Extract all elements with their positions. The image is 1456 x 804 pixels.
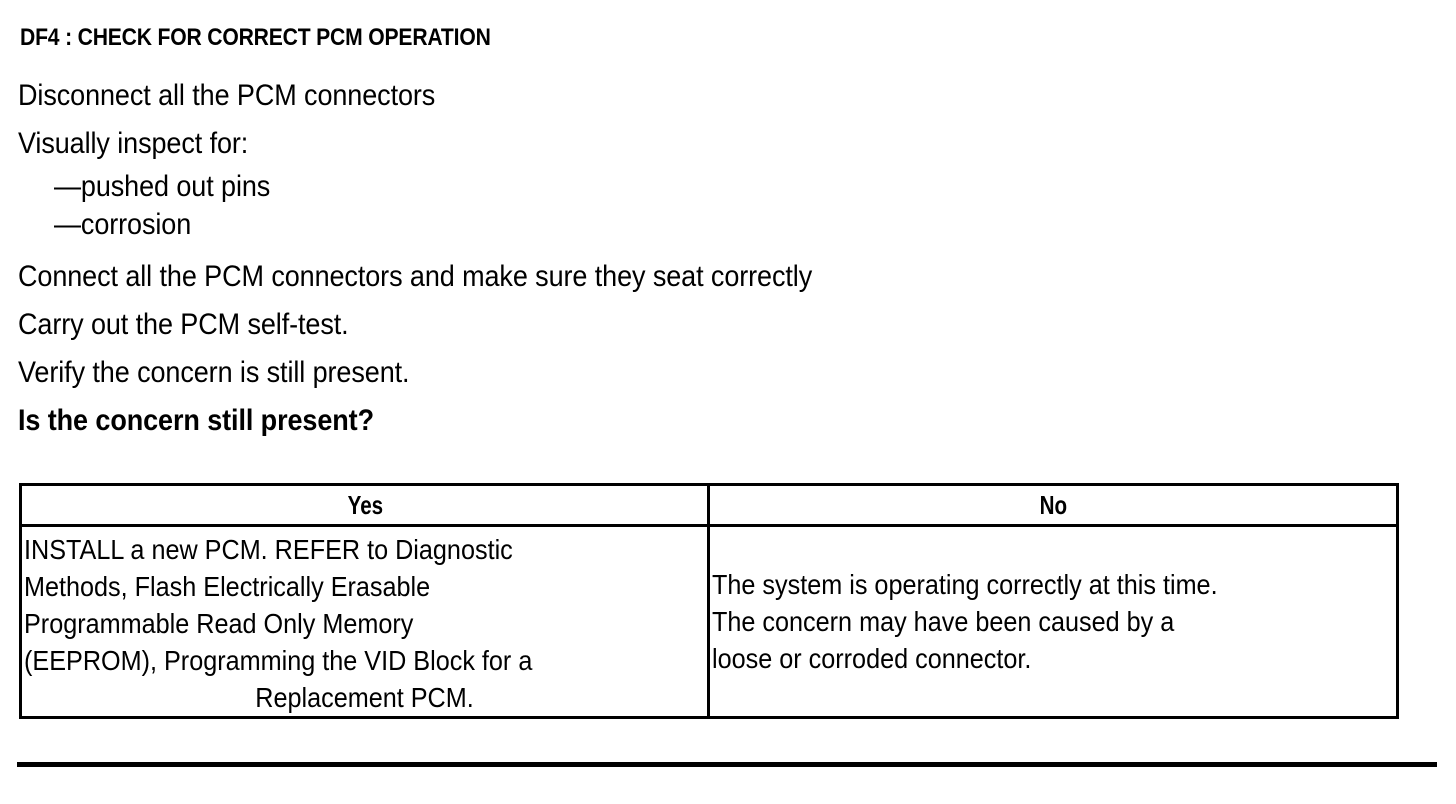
column-header-yes: Yes [53,483,676,527]
decision-table-header-row: Yes No [21,483,1398,527]
decision-cell-no-text: The system is operating correctly at thi… [710,566,1396,677]
instruction-bullet-corrosion: —corrosion [54,208,192,241]
decision-table: Yes No INSTALL a new PCM. REFER to Diagn… [19,483,1399,719]
column-header-yes-label: Yes [346,489,383,520]
instruction-bullet-pushed-out-pins: —pushed out pins [54,170,271,203]
page-title: DF4 : CHECK FOR CORRECT PCM OPERATION [20,24,491,51]
no-line-3: loose or corroded connector. [712,643,1032,674]
decision-cell-yes-text: INSTALL a new PCM. REFER to Diagnostic M… [22,527,707,716]
yes-line-3: Programmable Read Only Memory [24,608,414,639]
decision-cell-no: The system is operating correctly at thi… [707,524,1399,719]
column-header-no-label: No [1039,489,1067,520]
yes-line-5: Replacement PCM. [255,682,474,713]
decision-cell-yes: INSTALL a new PCM. REFER to Diagnostic M… [19,524,710,719]
decision-question: Is the concern still present? [18,404,374,437]
instruction-line-5: Verify the concern is still present. [18,356,410,389]
section-divider-rule [17,762,1437,767]
instruction-list: Disconnect all the PCM connectors Visual… [18,72,1438,445]
instruction-line-1: Disconnect all the PCM connectors [18,79,436,112]
no-line-1: The system is operating correctly at thi… [712,569,1218,600]
instruction-line-3: Connect all the PCM connectors and make … [18,260,813,293]
decision-table-body-row: INSTALL a new PCM. REFER to Diagnostic M… [19,524,1399,719]
yes-line-2: Methods, Flash Electrically Erasable [24,571,431,602]
yes-line-1: INSTALL a new PCM. REFER to Diagnostic [24,534,513,565]
no-line-2: The concern may have been caused by a [712,606,1175,637]
yes-line-4: (EEPROM), Programming the VID Block for … [24,645,533,676]
instruction-line-4: Carry out the PCM self-test. [18,308,349,341]
column-header-no: No [741,483,1365,527]
instruction-line-2: Visually inspect for: [18,127,249,160]
